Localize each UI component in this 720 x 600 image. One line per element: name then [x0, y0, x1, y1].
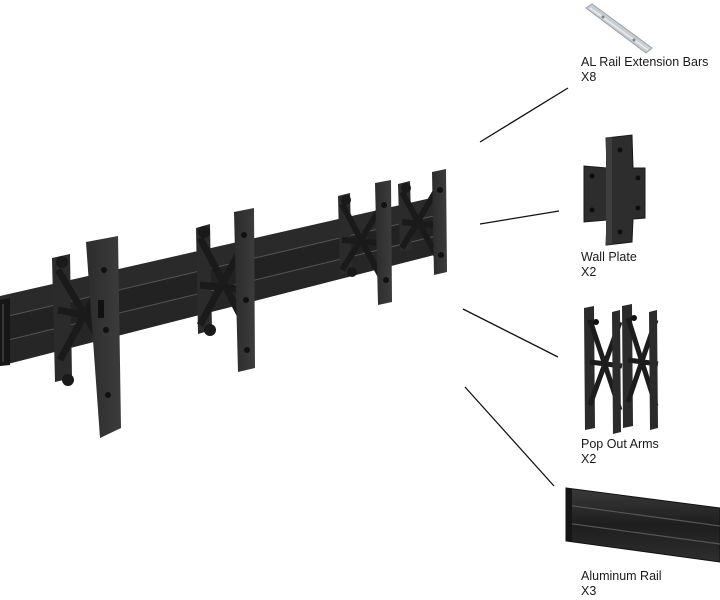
rail-extension-bars-qty: X8	[581, 70, 597, 84]
pop-out-arms-name: Pop Out Arms	[581, 437, 659, 451]
pop-out-arms-qty: X2	[581, 452, 597, 466]
rail-extension-bars-label: AL Rail Extension Bars X8	[581, 55, 708, 85]
leader-line-rail-extension	[479, 87, 569, 143]
aluminum-rail-image	[565, 487, 720, 563]
pop-out-arms-label: Pop Out Arms X2	[581, 437, 659, 467]
leader-line-aluminum-rail	[464, 386, 555, 487]
aluminum-rail-name: Aluminum Rail	[581, 569, 662, 583]
rail-extension-bar-image	[585, 3, 653, 54]
leader-line-wall-plate	[479, 210, 560, 225]
pop-out-arm-left	[52, 236, 121, 438]
wall-plate-label: Wall Plate X2	[581, 250, 637, 280]
pop-out-arm-middle	[196, 208, 255, 372]
wall-plate-qty: X2	[581, 265, 597, 279]
leader-line-pop-out-arms	[462, 308, 559, 358]
pop-out-arm-far-right	[398, 169, 447, 275]
pop-out-arm-right	[338, 180, 392, 305]
leader-lines	[462, 87, 569, 487]
rail-extension-bars-name: AL Rail Extension Bars	[581, 55, 709, 69]
wall-plate-name: Wall Plate	[581, 250, 637, 264]
assembled-mount	[0, 169, 447, 438]
wall-plate-image	[583, 134, 646, 246]
pop-out-arms-image	[584, 304, 659, 434]
aluminum-rail-qty: X3	[581, 584, 597, 598]
